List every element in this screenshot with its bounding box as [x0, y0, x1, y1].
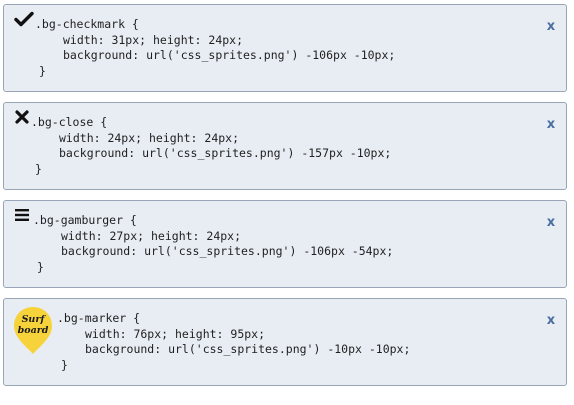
css-background-declaration: background: url('css_sprites.png') -157p…: [59, 146, 392, 161]
css-code-block: .bg-checkmark {width: 31px; height: 24px…: [35, 17, 395, 79]
css-code-block: .bg-marker {width: 76px; height: 95px;ba…: [57, 311, 410, 373]
css-size-declaration: width: 31px; height: 24px;: [63, 32, 244, 47]
css-selector: .bg-gamburger {: [33, 213, 137, 227]
css-size-declaration: width: 27px; height: 24px;: [61, 228, 242, 243]
sprite-card-gamburger: .bg-gamburger {width: 27px; height: 24px…: [3, 200, 567, 288]
surfboard-marker-icon: Surf board: [13, 305, 53, 359]
remove-card-button[interactable]: x: [546, 313, 556, 328]
sprite-card-marker: Surf board .bg-marker {width: 76px; heig…: [3, 298, 567, 386]
css-size-declaration: width: 76px; height: 95px;: [85, 326, 266, 341]
marker-label-line-1: Surf: [22, 314, 47, 325]
sprite-card-checkmark: .bg-checkmark {width: 31px; height: 24px…: [3, 4, 567, 92]
css-selector: .bg-checkmark {: [35, 17, 139, 31]
css-closing-brace: }: [35, 161, 42, 176]
css-background-declaration: background: url('css_sprites.png') -10px…: [85, 342, 411, 357]
css-code-block: .bg-gamburger {width: 27px; height: 24px…: [33, 213, 393, 275]
css-background-declaration: background: url('css_sprites.png') -106p…: [63, 48, 396, 63]
css-background-declaration: background: url('css_sprites.png') -106p…: [61, 244, 394, 259]
css-closing-brace: }: [39, 63, 46, 78]
sprite-card-close: .bg-close {width: 24px; height: 24px;bac…: [3, 102, 567, 190]
remove-card-button[interactable]: x: [546, 215, 556, 230]
css-selector: .bg-close {: [31, 115, 108, 129]
remove-card-button[interactable]: x: [546, 19, 556, 34]
css-selector: .bg-marker {: [57, 311, 141, 325]
css-code-block: .bg-close {width: 24px; height: 24px;bac…: [31, 115, 391, 177]
hamburger-menu-icon: [14, 207, 30, 227]
css-closing-brace: }: [61, 357, 68, 372]
checkmark-icon: [14, 11, 34, 31]
marker-label-line-2: board: [18, 325, 49, 336]
close-icon: [14, 109, 30, 129]
remove-card-button[interactable]: x: [546, 117, 556, 132]
css-size-declaration: width: 24px; height: 24px;: [59, 130, 240, 145]
css-closing-brace: }: [37, 259, 44, 274]
